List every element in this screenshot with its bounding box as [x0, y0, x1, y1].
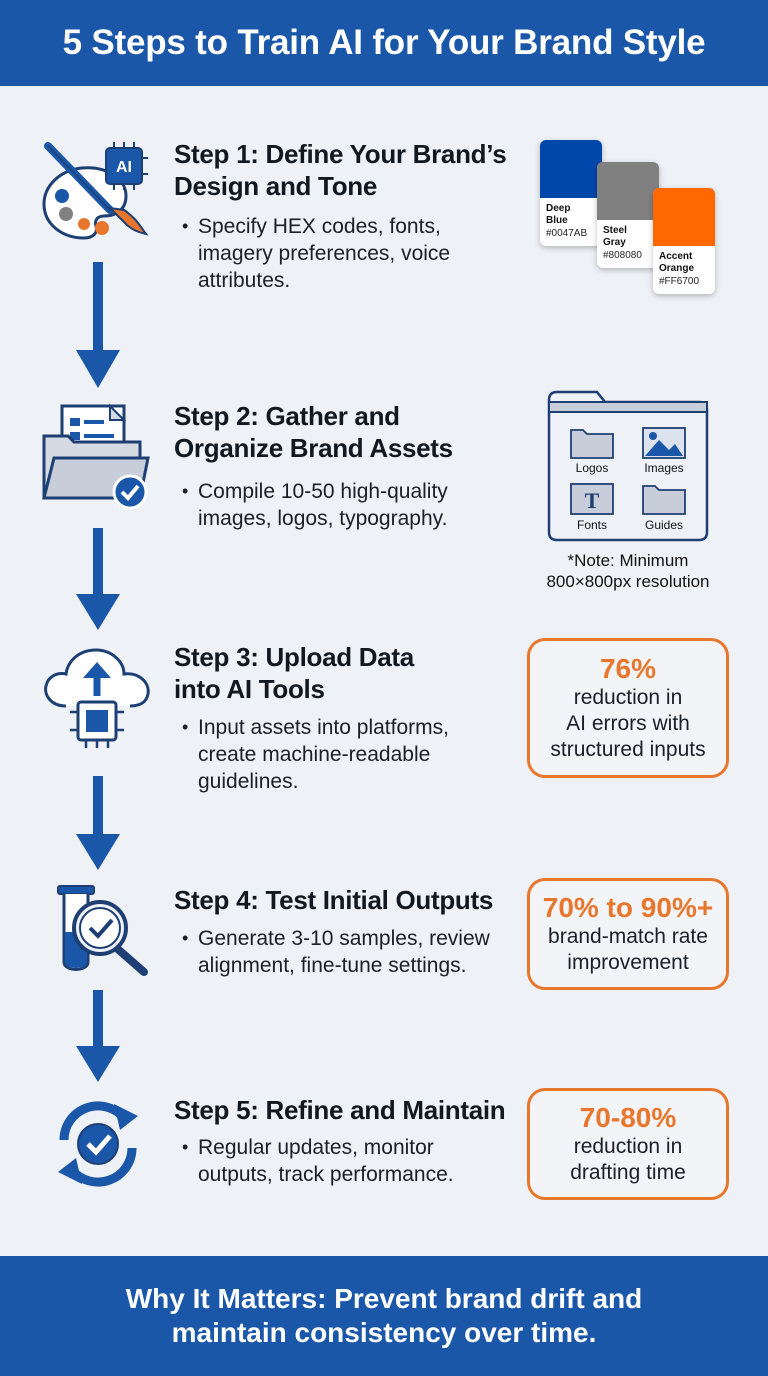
step-1-title-line: Step 1: Define Your Brand’s — [174, 139, 507, 169]
stat-label: brand-match rate improvement — [548, 925, 708, 974]
down-arrow-icon — [76, 528, 120, 630]
stat-card: 70-80% reduction in drafting time — [527, 1088, 729, 1200]
page-title: 5 Steps to Train AI for Your Brand Style — [0, 0, 768, 86]
step-2-title-line: Step 2: Gather and — [174, 401, 400, 431]
swatch-color-chip — [540, 140, 602, 198]
stat-value: 76% — [599, 653, 657, 684]
down-arrow-icon — [76, 262, 120, 388]
stat-value: 70% to 90%+ — [542, 892, 714, 923]
swatch-hex: #808080 — [603, 250, 642, 261]
step-3-bullet-line: guidelines. — [198, 770, 299, 793]
step-4-bullet: Generate 3-10 samples, review alignment,… — [182, 925, 490, 979]
svg-text:T: T — [585, 488, 600, 513]
step-4-bullet-line: Generate 3-10 samples, review — [198, 927, 490, 950]
folder-label-fonts: Fonts — [576, 518, 607, 532]
down-arrow-icon — [76, 990, 120, 1082]
folder-documents-check-icon — [40, 402, 152, 512]
swatch-hex: #FF6700 — [659, 276, 700, 287]
step-3-title: Step 3: Upload Data into AI Tools — [174, 641, 414, 705]
asset-note: *Note: Minimum 800×800px resolution — [546, 551, 710, 591]
down-arrow-icon — [76, 776, 120, 870]
stat-label: reduction in AI errors with structured i… — [550, 686, 706, 761]
step-1-title-line: Design and Tone — [174, 171, 378, 201]
stat-value: 70-80% — [579, 1102, 677, 1133]
step-1-bullet-line: attributes. — [198, 269, 291, 292]
step-3-bullet-line: Input assets into platforms, — [198, 716, 449, 739]
swatch-hex: #0047AB — [546, 228, 588, 239]
palette-brush-ai-icon: AI — [40, 138, 152, 242]
step-5-title: Step 5: Refine and Maintain — [174, 1094, 506, 1126]
step-1-bullet: Specify HEX codes, fonts, imagery prefer… — [182, 213, 451, 294]
step-4-title-line: Step 4: Test Initial Outputs — [174, 885, 494, 915]
step-2-bullet-line: Compile 10-50 high-quality — [198, 480, 448, 503]
brand-assets-folder: T — [547, 390, 709, 542]
folder-label-logos: Logos — [575, 461, 609, 475]
swatch-color-chip — [653, 188, 715, 246]
step-5-title-line: Step 5: Refine and Maintain — [174, 1095, 506, 1125]
stat-card: 76% reduction in AI errors with structur… — [527, 638, 729, 778]
step-4-bullet-line: alignment, fine-tune settings. — [198, 954, 467, 977]
step-3-bullet-line: create machine-readable — [198, 743, 431, 766]
step-5-bullet: Regular updates, monitor outputs, track … — [182, 1134, 454, 1188]
step-5-bullet-line: outputs, track performance. — [198, 1163, 454, 1186]
footer-banner: Why It Matters: Prevent brand drift and … — [0, 1256, 768, 1376]
step-2-title: Step 2: Gather and Organize Brand Assets — [174, 400, 453, 464]
test-tube-magnifier-icon — [52, 882, 152, 978]
step-4-title: Step 4: Test Initial Outputs — [174, 884, 493, 916]
cloud-upload-chip-icon — [40, 640, 156, 752]
step-1-bullet-line: imagery preferences, voice — [198, 242, 451, 265]
step-2-bullet-line: images, logos, typography. — [198, 507, 448, 530]
step-2-bullet: Compile 10-50 high-quality images, logos… — [182, 478, 448, 532]
stat-label: reduction in drafting time — [570, 1135, 686, 1184]
swatch-color-chip — [597, 162, 659, 220]
step-3-bullet: Input assets into platforms, create mach… — [182, 714, 449, 795]
step-2-title-line: Organize Brand Assets — [174, 433, 453, 463]
refresh-check-icon — [50, 1096, 146, 1192]
footer-text-line: Why It Matters: Prevent brand drift and — [125, 1283, 643, 1314]
step-1-title: Step 1: Define Your Brand’s Design and T… — [174, 138, 507, 202]
folder-label-guides: Guides — [644, 518, 684, 532]
step-3-title-line: Step 3: Upload Data — [174, 642, 414, 672]
step-5-bullet-line: Regular updates, monitor — [198, 1136, 434, 1159]
step-3-title-line: into AI Tools — [174, 674, 325, 704]
stat-card: 70% to 90%+ brand-match rate improvement — [527, 878, 729, 990]
footer-text-line: maintain consistency over time. — [171, 1317, 597, 1348]
folder-label-images: Images — [644, 461, 684, 475]
svg-text:AI: AI — [116, 159, 132, 176]
step-1-bullet-line: Specify HEX codes, fonts, — [198, 215, 441, 238]
